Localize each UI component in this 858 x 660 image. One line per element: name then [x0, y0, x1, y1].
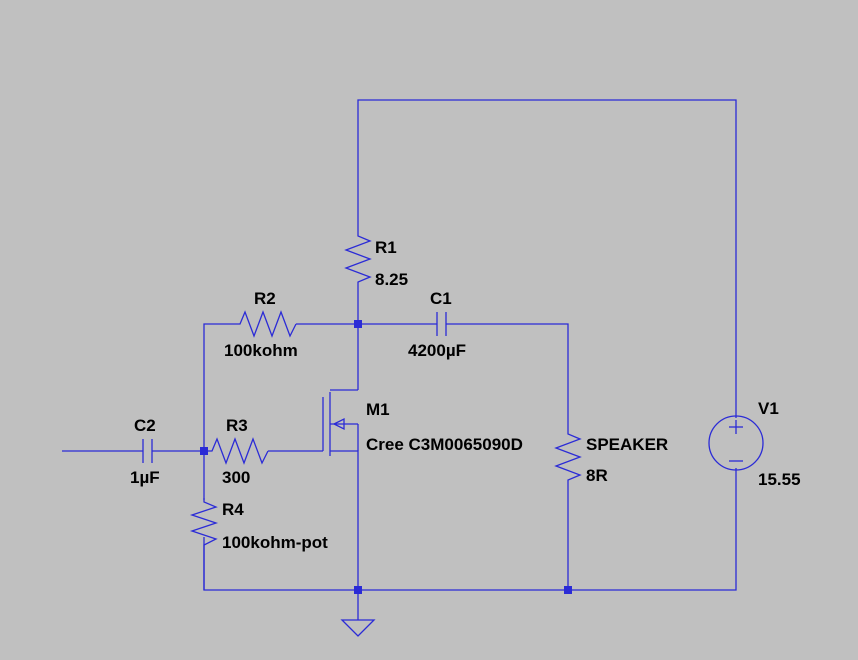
- wire-top-rail[interactable]: [357, 99, 737, 418]
- c2-value-label: 1µF: [130, 468, 160, 487]
- resistor-r4[interactable]: [189, 498, 219, 590]
- r1-ref-label: R1: [375, 238, 397, 257]
- c2-ref-label: C2: [134, 416, 156, 435]
- voltage-source-v1[interactable]: [708, 415, 764, 471]
- mosfet-m1[interactable]: [322, 389, 359, 456]
- wire-source[interactable]: [330, 450, 359, 620]
- junction-ground-speaker: [564, 586, 572, 594]
- capacitor-c2[interactable]: [142, 439, 153, 463]
- junction-gate: [200, 447, 208, 455]
- c1-ref-label: C1: [430, 289, 452, 308]
- speaker-load[interactable]: [554, 430, 582, 488]
- junction-ground-mosfet: [354, 586, 362, 594]
- speaker-value-label: 8R: [586, 466, 608, 485]
- wire-r2-feedback[interactable]: [203, 323, 236, 500]
- r4-ref-label: R4: [222, 500, 244, 519]
- resistor-r3[interactable]: [208, 437, 269, 465]
- junctions: [200, 320, 572, 594]
- ground-icon: [340, 619, 376, 637]
- resistor-r1[interactable]: [344, 232, 372, 290]
- r2-ref-label: R2: [254, 289, 276, 308]
- v1-ref-label: V1: [758, 399, 779, 418]
- m1-ref-label: M1: [366, 400, 390, 419]
- v1-value-label: 15.55: [758, 470, 801, 489]
- capacitor-c1[interactable]: [436, 312, 447, 336]
- resistor-r2[interactable]: [236, 310, 297, 338]
- wire-c1-speaker[interactable]: [446, 323, 569, 430]
- r3-value-label: 300: [222, 468, 250, 487]
- m1-value-label: Cree C3M0065090D: [366, 435, 523, 454]
- r1-value-label: 8.25: [375, 270, 408, 289]
- r3-ref-label: R3: [226, 416, 248, 435]
- wire-ground-rail[interactable]: [203, 468, 737, 591]
- r4-value-label: 100kohm-pot: [222, 533, 328, 552]
- speaker-ref-label: SPEAKER: [586, 435, 668, 454]
- r2-value-label: 100kohm: [224, 341, 298, 360]
- wires: [62, 99, 737, 620]
- c1-value-label: 4200µF: [408, 341, 466, 360]
- junction-drain: [354, 320, 362, 328]
